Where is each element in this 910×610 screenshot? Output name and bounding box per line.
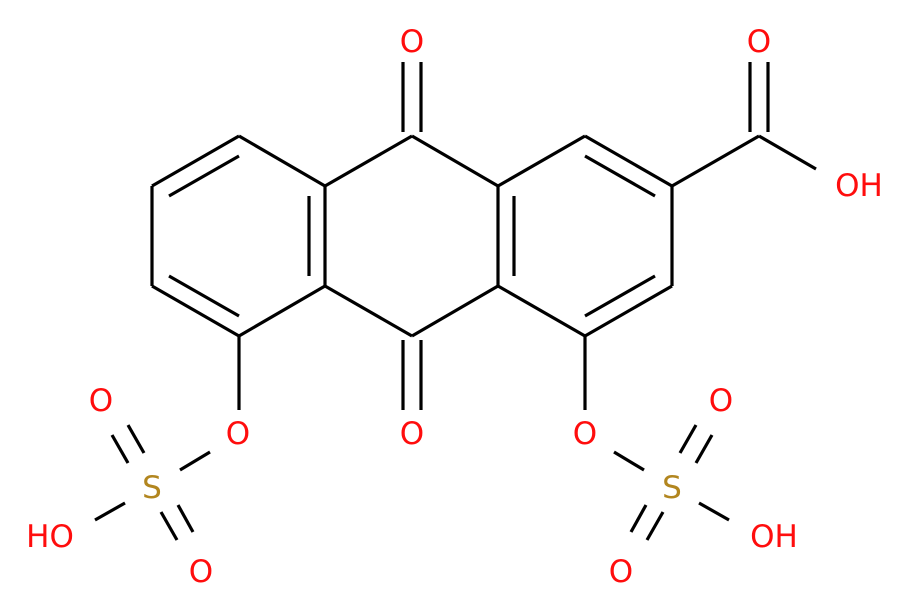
atom-oh-right: OH <box>750 519 798 555</box>
atom-o-bottom-carbonyl: O <box>400 416 424 452</box>
atom-o-right-s-top: O <box>709 383 733 419</box>
atom-labels: O O O OH O S O O HO O S O O OH <box>26 24 883 590</box>
atom-oh-acid: OH <box>835 168 883 204</box>
atom-o-left-s-top: O <box>89 383 113 419</box>
atom-o-left-ester: O <box>226 416 250 452</box>
atom-o-acid-carbonyl: O <box>747 24 771 60</box>
bonds <box>94 62 817 541</box>
atom-o-right-s-bottom: O <box>609 554 633 590</box>
atom-s-left: S <box>142 470 162 506</box>
atom-o-top-carbonyl: O <box>400 24 424 60</box>
atom-ho-left: HO <box>26 519 74 555</box>
atom-s-right: S <box>662 470 682 506</box>
atom-o-left-s-bottom: O <box>189 554 213 590</box>
atom-o-right-ester: O <box>573 416 597 452</box>
